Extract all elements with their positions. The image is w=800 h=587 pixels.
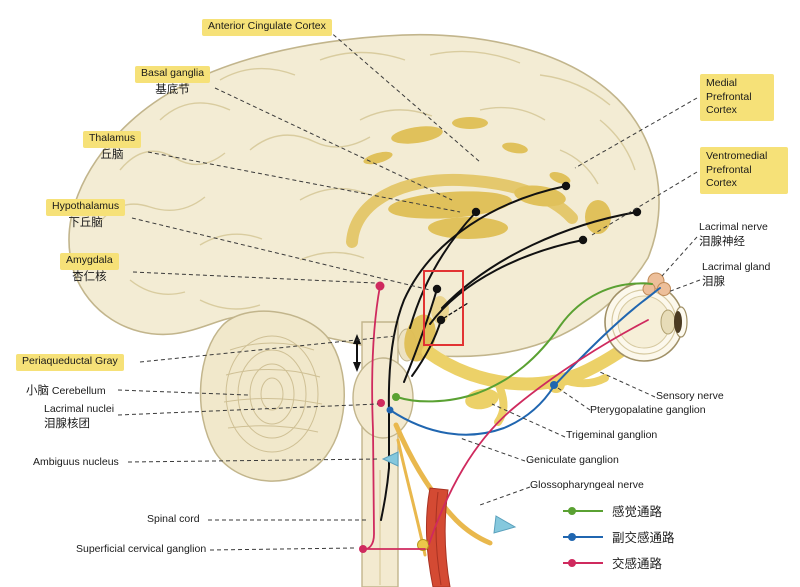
gold-structures <box>346 117 611 362</box>
label-geniculate-ganglion: Geniculate ganglion <box>526 454 619 466</box>
vagal-arrow <box>381 451 399 467</box>
up-arrowhead <box>353 334 361 344</box>
label-amygdala: Amygdala 杏仁核 <box>60 253 119 285</box>
label-lacrimal-gland: Lacrimal gland 泪腺 <box>702 261 771 288</box>
pterygopalatine-dot <box>550 381 558 389</box>
carotid-vessel <box>417 487 451 587</box>
label-glossopharyngeal-nerve: Glossopharyngeal nerve <box>530 479 644 491</box>
label-pterygopalatine-ganglion: Pterygopalatine ganglion <box>590 404 706 416</box>
central-pathways <box>356 185 638 521</box>
label-lacrimal-nuclei: Lacrimal nuclei 泪腺核团 <box>44 403 115 430</box>
legend-swatch-sympathetic <box>563 558 603 567</box>
label-superficial-cervical-ganglion: Superficial cervical ganglion <box>76 543 207 555</box>
legend-swatch-sensory <box>563 506 603 515</box>
legend: 感觉通路 副交感通路 交感通路 <box>560 501 675 572</box>
label-sensory-nerve: Sensory nerve <box>656 390 724 402</box>
legend-item-parasympathetic: 副交感通路 <box>560 527 675 546</box>
pathway-origin-dots <box>432 181 642 325</box>
legend-item-sensory: 感觉通路 <box>560 501 675 520</box>
label-acc-text: Anterior Cingulate Cortex <box>202 19 332 36</box>
label-ambiguus-nucleus: Ambiguus nucleus <box>33 456 119 468</box>
legend-swatch-parasympathetic <box>563 532 603 541</box>
trigeminal-ganglion-shape <box>465 388 499 410</box>
label-hypothalamus: Hypothalamus 下丘脑 <box>46 199 126 231</box>
label-trigeminal-ganglion: Trigeminal ganglion <box>566 429 658 441</box>
sympathetic-pathway <box>362 285 649 550</box>
label-ventromedial-prefrontal-cortex: Ventromedial Prefrontal Cortex <box>700 147 788 194</box>
legend-label-sympathetic: 交感通路 <box>612 557 663 571</box>
down-arrowhead <box>353 362 361 372</box>
label-medial-prefrontal-cortex: Medial Prefrontal Cortex <box>700 74 774 121</box>
sensory-dot <box>392 393 400 401</box>
legend-label-sensory: 感觉通路 <box>612 505 663 519</box>
lacrimal-gland-shape <box>642 272 671 296</box>
label-cerebellum: 小脑 Cerebellum <box>26 385 106 397</box>
label-basal-ganglia: Basal ganglia 基底节 <box>135 66 211 98</box>
glossopharyngeal-arrow <box>493 515 517 534</box>
sympathetic-dots <box>359 281 385 553</box>
ganglion-dot <box>417 539 429 551</box>
cerebellum-shape <box>199 310 345 482</box>
legend-label-parasympathetic: 副交感通路 <box>612 531 675 545</box>
lacrimal-nucleus-dot <box>386 406 394 414</box>
label-thalamus: Thalamus 丘脑 <box>83 131 142 163</box>
hypothalamus-highlight-box <box>423 270 464 346</box>
label-periaqueductal-gray: Periaqueductal Gray <box>16 354 124 371</box>
leader-lines <box>117 29 701 551</box>
legend-item-sympathetic: 交感通路 <box>560 553 675 572</box>
label-anterior-cingulate-cortex: Anterior Cingulate Cortex <box>202 19 332 36</box>
cerebrum-shape <box>68 33 660 358</box>
sensory-pathway <box>396 282 653 403</box>
label-spinal-cord: Spinal cord <box>147 513 200 525</box>
label-lacrimal-nerve: Lacrimal nerve 泪腺神经 <box>699 221 768 248</box>
